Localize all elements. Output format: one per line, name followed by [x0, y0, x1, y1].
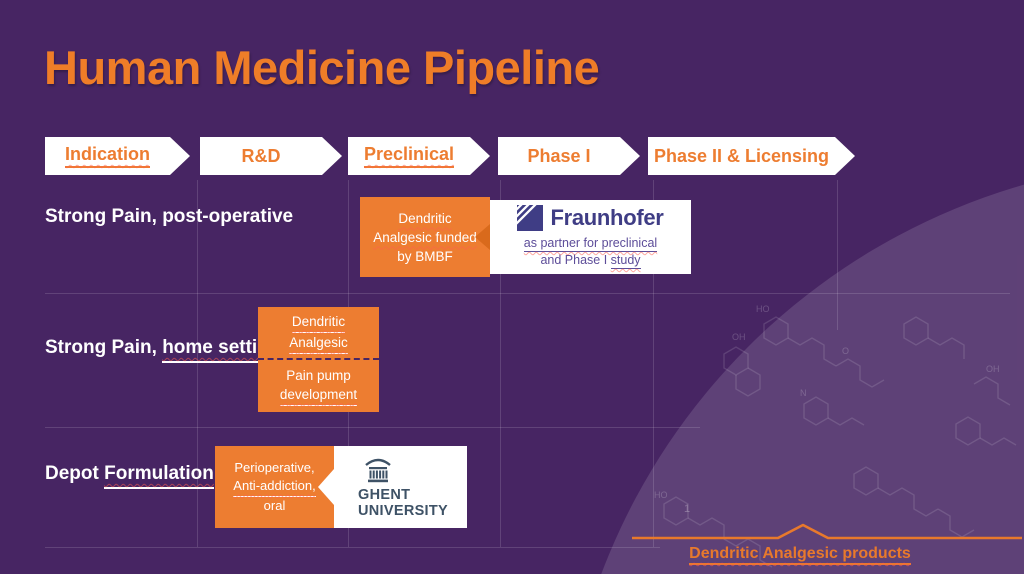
stage-arrow-preclinical: Preclinical — [348, 137, 490, 175]
card-text-line: Perioperative, — [234, 460, 315, 475]
molecule-label: OH — [732, 332, 746, 342]
stage-label: Phase II & Licensing — [653, 145, 830, 166]
stage-label: Preclinical — [363, 144, 455, 168]
ghent-name-line: UNIVERSITY — [358, 503, 449, 519]
molecule-watermark: OH HO O N HO OH — [654, 304, 1017, 568]
card-text-line: Pain pump — [286, 367, 351, 383]
card-text-line: oral — [263, 498, 286, 513]
row-label-line: home setting — [162, 335, 281, 363]
molecule-label: OH — [986, 364, 1000, 374]
ghent-name-line: GHENT — [358, 487, 411, 503]
stage-label: Phase I — [527, 145, 591, 166]
row-label-depot-formulation: Depot Formulation — [45, 461, 214, 489]
fraunhofer-caption-study: study — [610, 253, 641, 269]
dashed-divider — [258, 358, 379, 360]
grid-vline — [197, 180, 198, 547]
card-dendritic-analgesic-pain-pump: Dendritic Analgesic Pain pump developmen… — [258, 307, 379, 412]
grid-hline — [45, 427, 700, 428]
callout-arrow-left-icon — [475, 224, 490, 250]
grid-hline — [45, 547, 660, 548]
card-text-line: development — [279, 385, 358, 406]
footer-label-text: Dendritic Analgesic products — [689, 545, 911, 565]
molecule-label: HO — [756, 304, 770, 314]
card-text-line: Dendritic — [398, 210, 452, 226]
card-text-line: Anti-addiction, — [233, 477, 316, 497]
card-text-line: Analgesic — [289, 333, 348, 354]
fraunhofer-caption: as partner for preclinical and Phase I s… — [523, 235, 658, 269]
molecule-label: O — [842, 346, 849, 356]
callout-arrow-left-icon — [318, 469, 334, 505]
footer-accent-line — [632, 523, 1022, 540]
fraunhofer-logo-icon — [517, 205, 544, 231]
row-label-strong-pain-post-operative: Strong Pain, post-operative — [45, 204, 293, 229]
fraunhofer-caption-line: as partner for preclinical — [523, 236, 658, 252]
molecule-label: HO — [654, 490, 668, 500]
grid-vline — [500, 180, 501, 547]
stage-arrow-phase1: Phase I — [498, 137, 640, 175]
row-label-line: Strong Pain, — [45, 337, 157, 358]
row-label-strong-pain-home-setting: Strong Pain, home setting — [45, 335, 281, 363]
watermark-digit: 1 — [684, 503, 691, 515]
fraunhofer-wordmark: Fraunhofer — [550, 205, 664, 230]
card-text-line: Analgesic funded — [373, 229, 477, 245]
card-perioperative-anti-addiction-oral: Perioperative, Anti-addiction, oral — [215, 446, 334, 528]
grid-hline — [45, 293, 1010, 294]
card-lower-half: Pain pump development — [279, 360, 358, 411]
stage-arrow-indication: Indication — [45, 137, 190, 175]
stage-arrow-rd: R&D — [200, 137, 342, 175]
card-fraunhofer-partner: Fraunhofer as partner for preclinical an… — [490, 200, 691, 274]
row-label-line: Strong Pain, — [45, 206, 157, 227]
card-ghent-university: GHENT UNIVERSITY — [334, 446, 467, 528]
fraunhofer-caption-line: and Phase I — [540, 253, 611, 267]
footer-label: Dendritic Analgesic products — [630, 545, 970, 565]
stage-arrow-phase2-licensing: Phase II & Licensing — [648, 137, 855, 175]
ghent-university-logo-icon — [365, 458, 391, 483]
stage-label: R&D — [241, 145, 281, 166]
fraunhofer-brand-row: Fraunhofer — [517, 205, 664, 231]
row-label-line: post-operative — [162, 206, 294, 227]
card-text-line: by BMBF — [397, 248, 453, 264]
card-upper-half: Dendritic Analgesic — [289, 307, 348, 358]
grid-vline — [653, 180, 654, 547]
card-dendritic-analgesic-bmbf: Dendritic Analgesic funded by BMBF — [360, 197, 490, 277]
molecule-label: N — [800, 388, 807, 398]
row-label-line: Formulation — [104, 461, 214, 489]
card-text-line: Dendritic — [291, 312, 346, 333]
page-title: Human Medicine Pipeline — [44, 41, 600, 94]
grid-vline — [837, 180, 838, 330]
stage-label: Indication — [65, 144, 150, 168]
row-label-line: Depot — [45, 463, 99, 484]
